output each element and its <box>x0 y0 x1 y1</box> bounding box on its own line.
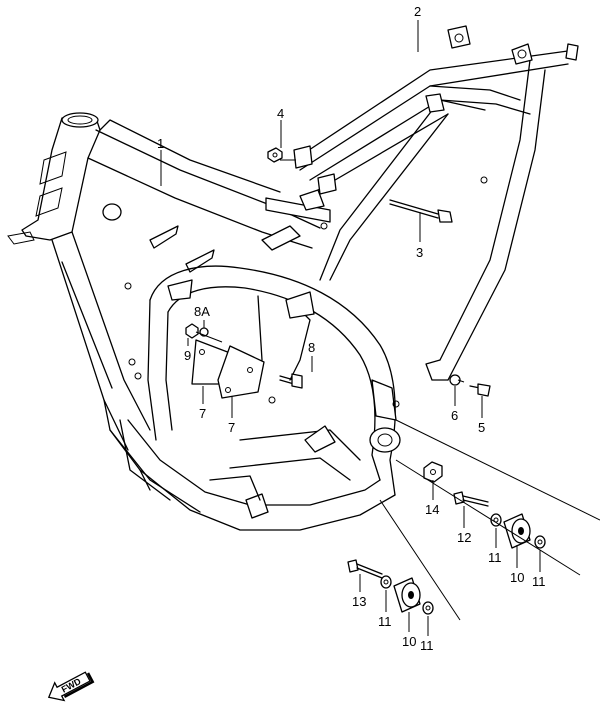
bolt-13-drawing <box>347 559 383 579</box>
label-part-1: 1 <box>157 136 164 151</box>
label-part-14: 14 <box>425 502 439 517</box>
label-part-12: 12 <box>457 530 471 545</box>
label-part-6: 6 <box>451 408 458 423</box>
label-part-7b: 7 <box>228 420 235 435</box>
rear-frame-drawing <box>265 25 579 381</box>
forward-direction-arrow: FWD <box>47 671 95 702</box>
label-part-11b: 11 <box>532 574 546 589</box>
label-part-11c: 11 <box>378 614 392 629</box>
label-part-5: 5 <box>478 420 485 435</box>
label-part-7a: 7 <box>199 406 206 421</box>
assembly-lines <box>195 159 600 621</box>
label-part-10a: 10 <box>510 570 524 585</box>
label-part-10b: 10 <box>402 634 416 649</box>
label-part-8a: 8A <box>194 304 210 319</box>
bolt-3-drawing <box>389 199 453 223</box>
nut-4-drawing <box>267 147 283 163</box>
part-number-labels: 1 2 3 4 5 6 7 7 8 8A 9 10 10 11 11 11 11… <box>157 4 546 653</box>
label-part-11a: 11 <box>488 550 502 565</box>
label-part-4: 4 <box>277 106 284 121</box>
label-part-2: 2 <box>414 4 421 19</box>
label-part-8: 8 <box>308 340 315 355</box>
bolt-8a-washer-9-drawing <box>185 323 209 339</box>
cushions-10-drawing <box>393 513 531 613</box>
main-frame-drawing <box>7 112 401 531</box>
label-part-11d: 11 <box>420 638 434 653</box>
bolt-8-drawing <box>279 373 303 389</box>
label-part-13: 13 <box>352 594 366 609</box>
label-part-3: 3 <box>416 245 423 260</box>
bolt-5-washer-6-drawing <box>449 374 491 397</box>
label-part-9: 9 <box>184 348 191 363</box>
leader-lines <box>160 20 541 636</box>
washers-11-drawing <box>380 513 546 615</box>
engine-plate-right <box>217 345 265 399</box>
